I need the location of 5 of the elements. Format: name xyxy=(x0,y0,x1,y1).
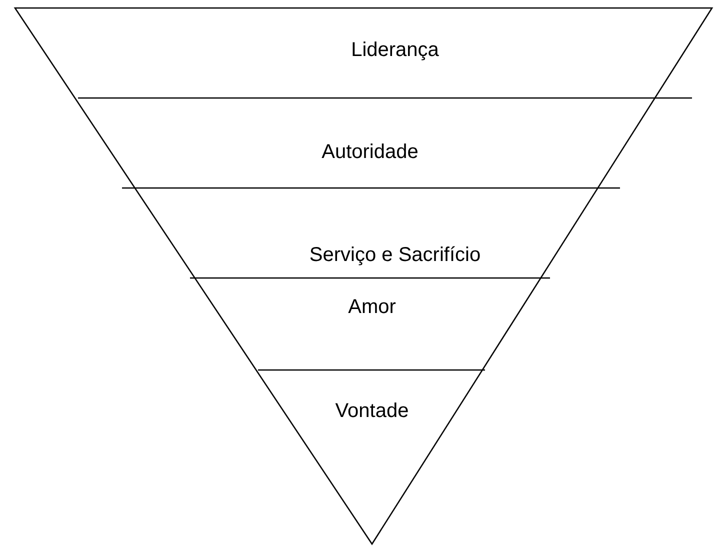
tier-label: Liderança xyxy=(351,38,439,62)
tier-label: Serviço e Sacrifício xyxy=(309,243,481,267)
tier-label: Autoridade xyxy=(322,140,418,164)
tier-label: Vontade xyxy=(335,399,409,423)
tier-label: Amor xyxy=(348,295,396,319)
